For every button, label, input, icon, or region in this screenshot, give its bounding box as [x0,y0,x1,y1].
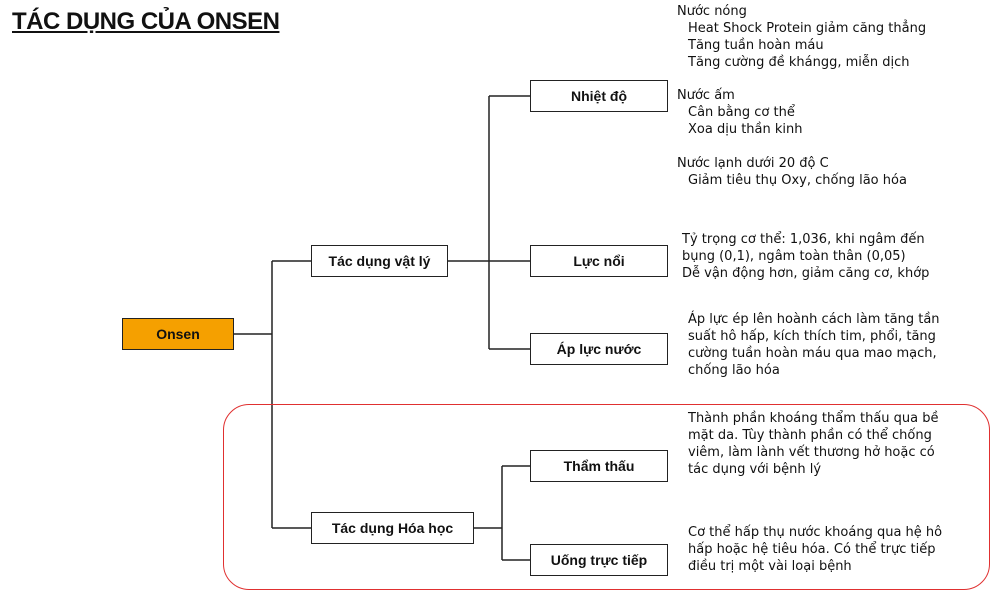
note-item: Xoa dịu thần kinh [688,122,803,137]
note-heading: Nước lạnh dưới 20 độ C [677,156,829,171]
note-item: Cân bằng cơ thể [688,105,795,120]
node-water-pressure[interactable]: Áp lực nước [530,333,668,365]
note-line: Dễ vận động hơn, giảm căng cơ, khớp [682,266,930,281]
note-line: mặt da. Tùy thành phần có thể chống [688,428,932,443]
node-chemical-effect[interactable]: Tác dụng Hóa học [311,512,474,544]
note-heading: Nước ấm [677,88,735,103]
note-cold-water: Nước lạnh dưới 20 độ C Giảm tiêu thụ Oxy… [677,155,907,189]
note-buoyancy: Tỷ trọng cơ thể: 1,036, khi ngâm đến bụn… [682,231,929,282]
note-item: Heat Shock Protein giảm căng thẳng [688,21,927,36]
note-line: Tỷ trọng cơ thể: 1,036, khi ngâm đến [682,232,925,247]
node-physical-effect[interactable]: Tác dụng vật lý [311,245,448,277]
note-line: chống lão hóa [688,363,780,378]
note-line: Áp lực ép lên hoành cách làm tăng tần [688,312,940,327]
note-line: điều trị một vài loại bệnh [688,559,852,574]
note-line: hấp hoặc hệ tiêu hóa. Có thể trực tiếp [688,542,936,557]
note-line: suất hô hấp, kích thích tim, phổi, tăng [688,329,936,344]
node-absorption[interactable]: Thẩm thấu [530,450,668,482]
note-line: viêm, làm lành vết thương hở hoặc có [688,445,935,460]
note-heading: Nước nóng [677,4,747,19]
note-item: Giảm tiêu thụ Oxy, chống lão hóa [688,173,907,188]
note-line: Thành phần khoáng thẩm thấu qua bề [688,411,939,426]
node-temperature[interactable]: Nhiệt độ [530,80,668,112]
node-drinking[interactable]: Uống trực tiếp [530,544,668,576]
page-title: TÁC DỤNG CỦA ONSEN [12,8,280,35]
node-onsen[interactable]: Onsen [122,318,234,350]
note-line: cường tuần hoàn máu qua mao mạch, [688,346,937,361]
note-line: Cơ thể hấp thụ nước khoáng qua hệ hô [688,525,943,540]
note-line: tác dụng với bệnh lý [688,462,822,477]
chemical-highlight-frame [223,404,990,590]
note-item: Tăng tuần hoàn máu [688,38,824,53]
note-absorption: Thành phần khoáng thẩm thấu qua bề mặt d… [688,410,939,478]
note-hot-water: Nước nóng Heat Shock Protein giảm căng t… [677,3,926,71]
note-warm-water: Nước ấm Cân bằng cơ thể Xoa dịu thần kin… [677,87,803,138]
note-line: bụng (0,1), ngâm toàn thân (0,05) [682,249,906,264]
node-buoyancy[interactable]: Lực nổi [530,245,668,277]
note-item: Tăng cường đề khángg, miễn dịch [688,55,910,70]
note-water-pressure: Áp lực ép lên hoành cách làm tăng tần su… [688,311,940,379]
note-drinking: Cơ thể hấp thụ nước khoáng qua hệ hô hấp… [688,524,942,575]
